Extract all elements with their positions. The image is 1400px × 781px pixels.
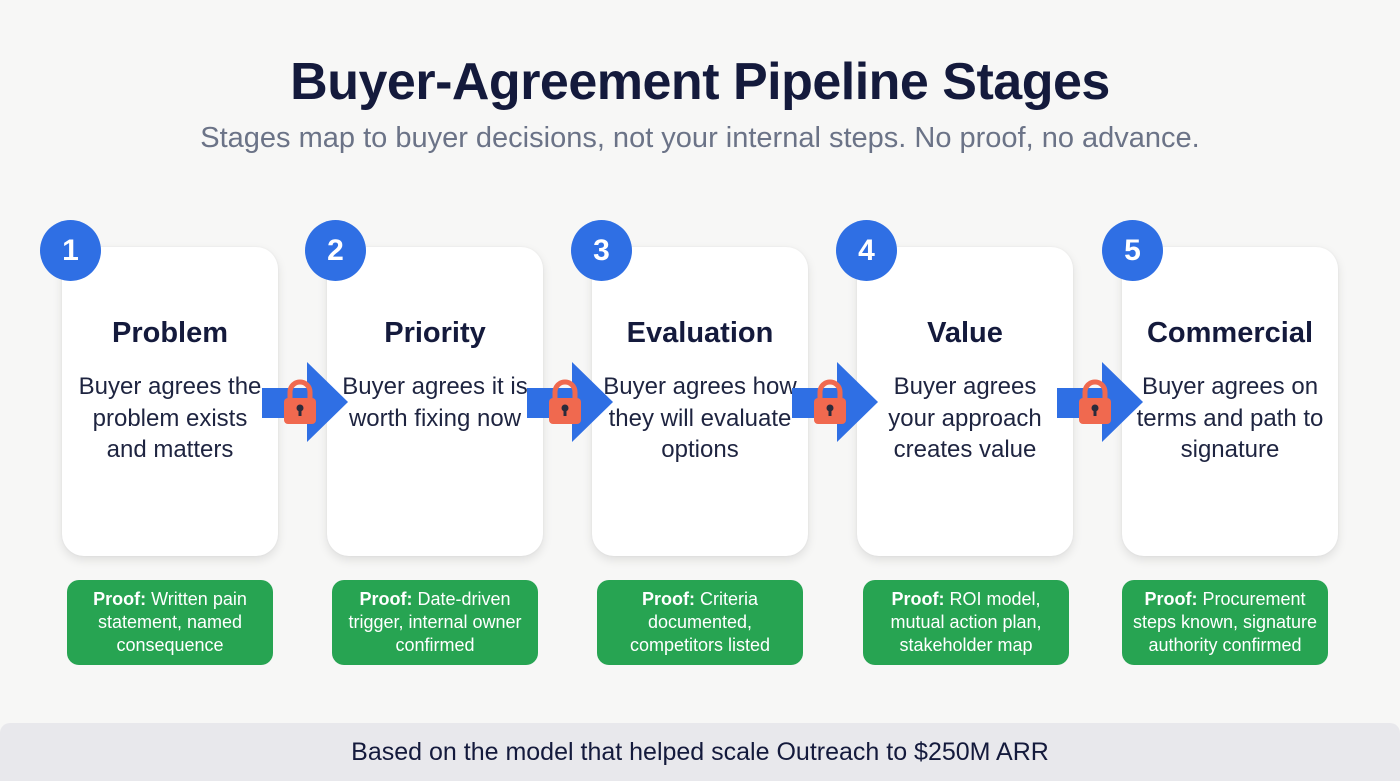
stage-name: Priority [384, 317, 486, 349]
proof-label: Proof: [891, 589, 945, 609]
proof-box: Proof: Procurement steps known, signatur… [1122, 580, 1328, 665]
stage-description: Buyer agrees the problem exists and matt… [78, 373, 262, 463]
stage-name: Commercial [1146, 317, 1313, 349]
proof-label: Proof: [359, 589, 413, 609]
lock-arrow-icon [792, 362, 878, 442]
stage-number-badge: 1 [40, 220, 101, 281]
stage-description: Buyer agrees it is worth fixing now [342, 373, 528, 432]
stage-name: Problem [111, 317, 229, 349]
proof-label: Proof: [93, 589, 147, 609]
proof-text: Procurement steps known, signature autho… [1132, 589, 1318, 655]
stage-number-badge: 3 [571, 220, 632, 281]
stage-name: Value [927, 317, 1003, 349]
stage-description: Buyer agrees on terms and path to signat… [1136, 373, 1324, 463]
proof-label: Proof: [641, 589, 695, 609]
page-subtitle: Stages map to buyer decisions, not your … [200, 122, 1200, 154]
proof-box: Proof: Written pain statement, named con… [67, 580, 273, 665]
stage-description: Buyer agrees how they will evaluate opti… [603, 373, 797, 463]
footer-text: Based on the model that helped scale Out… [351, 737, 1049, 766]
stage-number-badge: 5 [1102, 220, 1163, 281]
stage-number-badge: 2 [305, 220, 366, 281]
stage-card-priority: Priority Buyer agrees it is worth fixing… [327, 247, 543, 556]
proof-text: Written pain statement, named consequenc… [97, 589, 247, 655]
stage-card-value: Value Buyer agrees your approach creates… [857, 247, 1073, 556]
stage-card-problem: Problem Buyer agrees the problem exists … [62, 247, 278, 556]
proof-text: Date-driven trigger, internal owner conf… [348, 589, 522, 655]
proof-box: Proof: Date-driven trigger, internal own… [332, 580, 538, 665]
proof-text: ROI model, mutual action plan, stakehold… [890, 589, 1042, 655]
stage-card-commercial: Commercial Buyer agrees on terms and pat… [1122, 247, 1338, 556]
stage-card-evaluation: Evaluation Buyer agrees how they will ev… [592, 247, 808, 556]
lock-arrow-icon [527, 362, 613, 442]
stage-description: Buyer agrees your approach creates value [888, 373, 1042, 463]
lock-arrow-icon [262, 362, 348, 442]
page-title: Buyer-Agreement Pipeline Stages [290, 53, 1110, 111]
proof-label: Proof: [1144, 589, 1198, 609]
footer-banner: Based on the model that helped scale Out… [0, 723, 1400, 781]
proof-text: Criteria documented, competitors listed [629, 589, 771, 655]
stage-name: Evaluation [626, 317, 774, 349]
proof-box: Proof: Criteria documented, competitors … [597, 580, 803, 665]
stage-number-badge: 4 [836, 220, 897, 281]
proof-box: Proof: ROI model, mutual action plan, st… [863, 580, 1069, 665]
lock-arrow-icon [1057, 362, 1143, 442]
